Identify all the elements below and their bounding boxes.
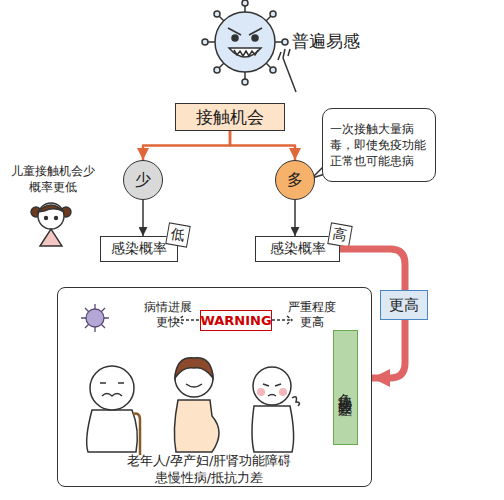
pregnant-figure (174, 358, 219, 452)
node-text: 接触机会 (196, 106, 264, 129)
woman-smile (186, 384, 202, 387)
node-text: WARNING (200, 313, 271, 328)
result-box: 感染概率低 (100, 236, 178, 262)
girl-eye (55, 217, 58, 220)
group-box: 病情进展更快 严重程度更高老年人/孕产妇/肝肾功能障碍 患慢性病/抵抗力差 WARN… (57, 287, 372, 487)
elderly-head (90, 366, 134, 410)
node-text: 多 (287, 170, 303, 191)
elderly-figure (87, 366, 140, 455)
small-virus-body (86, 309, 104, 327)
spike-tip (270, 67, 276, 73)
level-circle: 少 (123, 160, 163, 200)
spike-tip (202, 39, 208, 45)
virus-teeth (234, 50, 258, 56)
spike-tip (214, 67, 220, 73)
node-text: 免疫功能较差 (337, 382, 355, 394)
girl-dress (40, 229, 62, 246)
warning-box: WARNING (200, 310, 272, 331)
result-box: 感染概率高 (255, 236, 340, 262)
note-label: 儿童接触机会少 概率更低 (8, 163, 98, 195)
spike-tip (242, 0, 248, 6)
small-virus (81, 304, 109, 332)
cough-mark (292, 397, 300, 406)
spike-tip (270, 11, 276, 17)
flow-arrow (230, 131, 295, 160)
node-text: 更高 (389, 296, 419, 315)
blush (257, 388, 265, 396)
spike-tip (242, 79, 248, 85)
virus-eye (252, 35, 258, 41)
node-text: 感染概率 (111, 240, 167, 258)
girl-head (38, 203, 64, 229)
trident (283, 58, 296, 92)
girl-eye (45, 217, 48, 220)
elderly-eyes (100, 382, 124, 384)
blush (279, 388, 287, 396)
level-tag: 低 (165, 222, 190, 247)
callout-bubble: 一次接触大量病毒，即使免疫功能正常也可能患病 (322, 108, 436, 182)
leader-arrow (272, 316, 292, 324)
girl-hair (38, 205, 64, 212)
mustache (102, 394, 122, 397)
spike-tip (214, 11, 220, 17)
sick-body (252, 406, 294, 452)
girl-icon (31, 203, 71, 246)
angry-brow (249, 28, 262, 35)
vertical-band: 免疫功能较差 (333, 330, 358, 445)
virus-body (215, 12, 275, 72)
elderly-body (87, 410, 138, 452)
angry-brow (228, 28, 241, 35)
flow-arrow (142, 200, 144, 236)
effect-text: 严重程度更高 (284, 300, 340, 330)
level-circle: 多 (275, 160, 315, 200)
sick-figure (252, 367, 300, 452)
trident-prongs (278, 49, 290, 60)
title-label: 普遍易感 (292, 30, 372, 53)
sick-eyes (263, 384, 281, 386)
caption-text: 老年人/孕产妇/肝肾功能障碍 患慢性病/抵抗力差 (120, 452, 298, 486)
virus-eye (232, 35, 238, 41)
cane (133, 414, 140, 455)
node-text: 少 (135, 170, 151, 191)
level-tag: 高 (327, 222, 352, 247)
leader-arrow (178, 316, 199, 324)
virus-mouth (229, 48, 261, 57)
woman-body (174, 400, 219, 452)
effect-text: 病情进展更快 (140, 300, 196, 330)
node-text: 感染概率 (270, 240, 326, 258)
flow-arrow (143, 131, 230, 160)
sick-mouth (268, 395, 276, 397)
woman-hair (175, 358, 213, 378)
small-virus-spikes (81, 304, 109, 332)
flow-arrow (294, 200, 296, 236)
node-text: 一次接触大量病毒，即使免疫功能正常也可能患病 (330, 121, 428, 169)
virus-icon (202, 0, 296, 92)
sick-head (253, 367, 291, 405)
emphasis-box: 更高 (380, 290, 428, 320)
spike-tip (282, 39, 288, 45)
process-box: 接触机会 (175, 103, 285, 131)
